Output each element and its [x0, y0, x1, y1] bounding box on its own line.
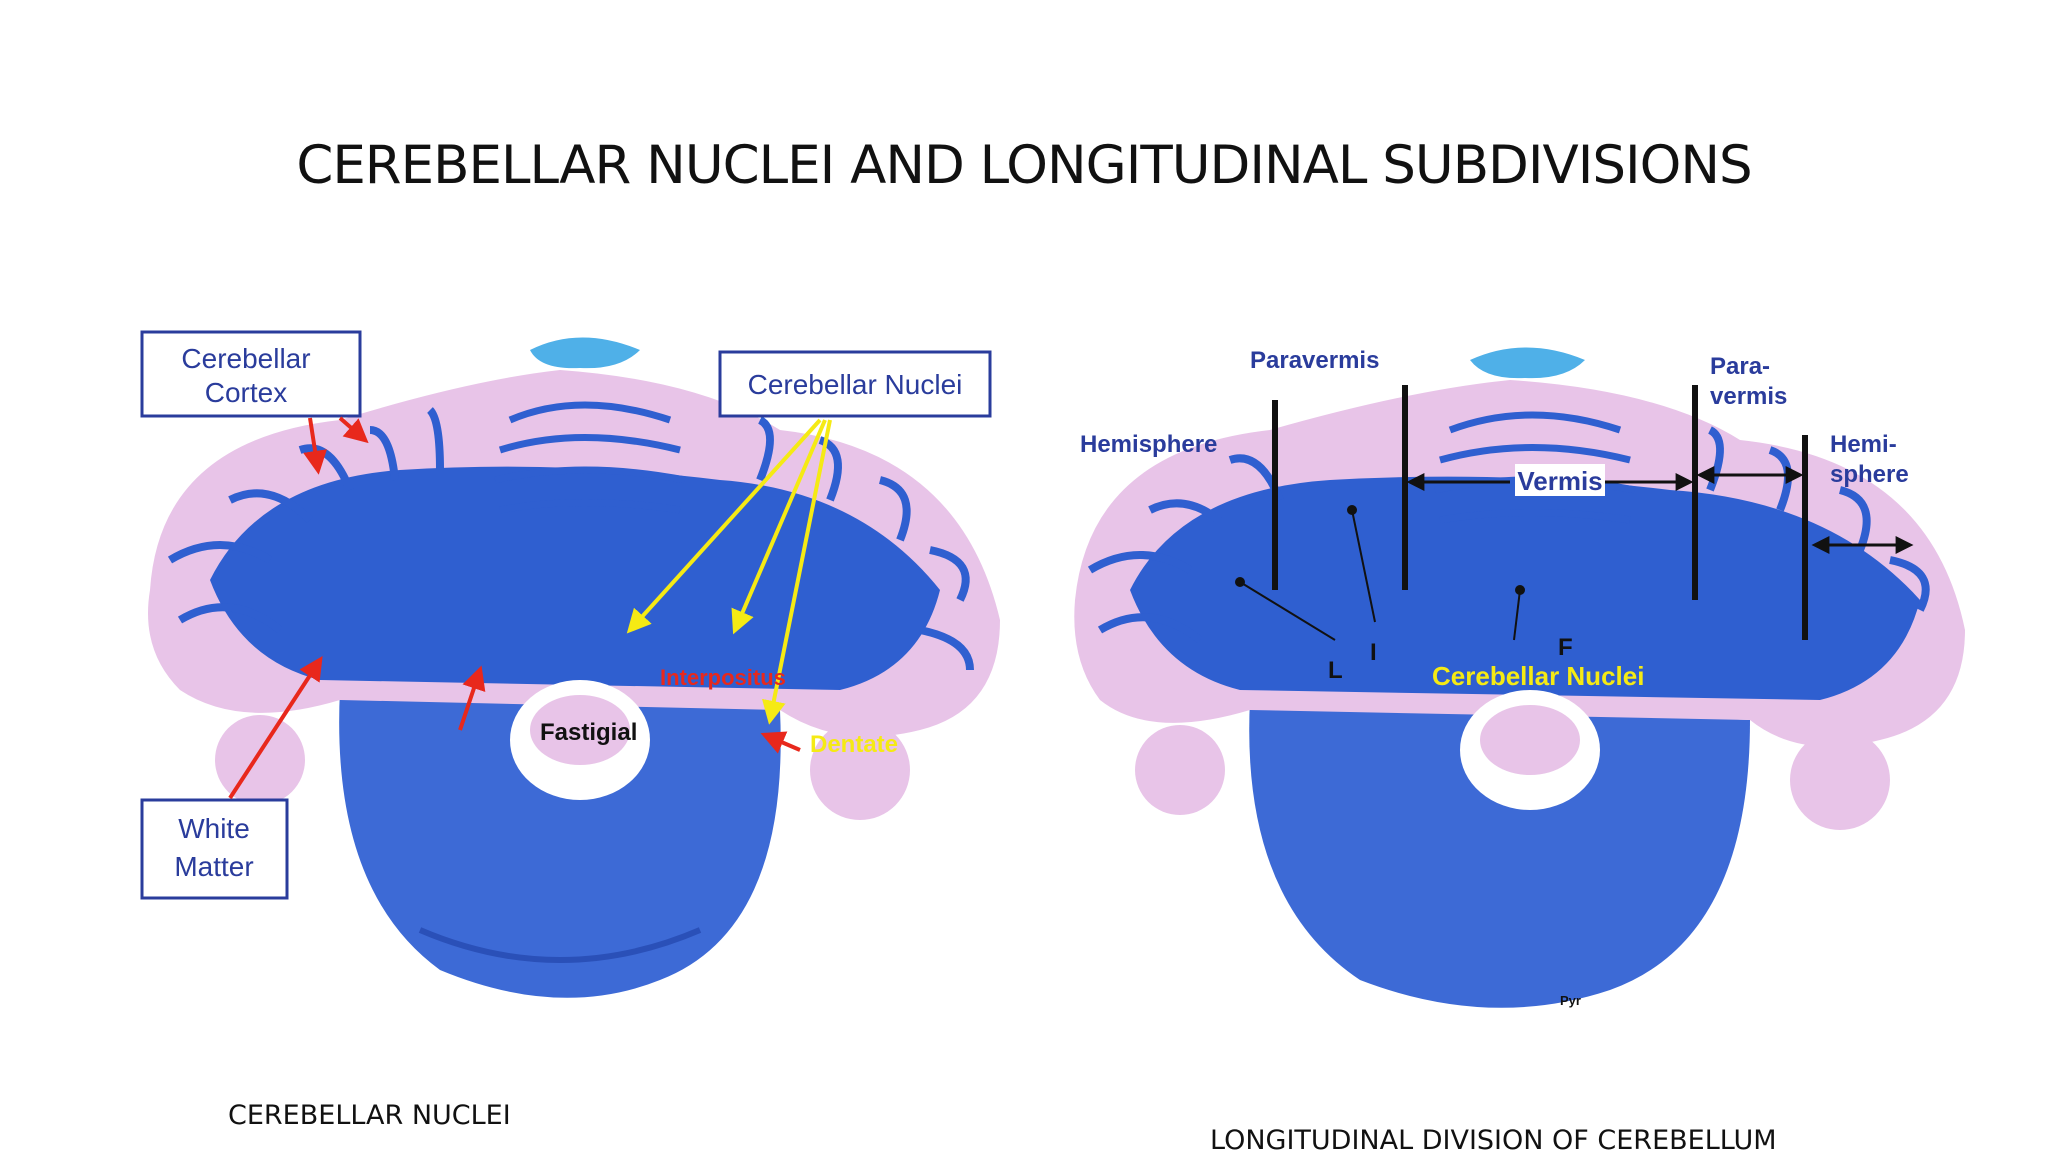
division-lines: [1272, 385, 1808, 640]
hemi-label-line2: sphere: [1830, 461, 1909, 488]
yellow-arrows: [626, 418, 832, 725]
cerebellum-section-image-2: [1074, 347, 1965, 1008]
paravermis-label: Paravermis: [1250, 347, 1379, 374]
red-arrows: [228, 416, 801, 800]
white-matter-line1: White: [178, 813, 250, 844]
cortex-label-box: [140, 330, 362, 418]
para-label-line2: vermis: [1710, 383, 1787, 410]
nucleus-F-label: F: [1558, 634, 1573, 661]
division-arrows: [1406, 466, 1914, 554]
nucleus-I-label: I: [1370, 639, 1377, 666]
nuclei-pointers: [1235, 505, 1525, 641]
para-label-line1: Para-: [1710, 353, 1770, 380]
pyr-label: Pyr: [1560, 993, 1581, 1008]
vermis-label-bg: [1515, 464, 1605, 496]
longitudinal-division-figure: Paravermis Para- vermis Hemisphere Hemi-…: [1074, 347, 1965, 1008]
cerebellar-nuclei-label: Cerebellar Nuclei: [1432, 661, 1644, 691]
nucleus-L-label: L: [1328, 657, 1343, 684]
hemi-label-line1: Hemi-: [1830, 431, 1897, 458]
nuclei-label-box: [718, 350, 992, 418]
cortex-label-line2: Cortex: [205, 377, 287, 408]
white-matter-line2: Matter: [174, 851, 253, 882]
slide-title: CEREBELLAR NUCLEI AND LONGITUDINAL SUBDI…: [296, 135, 1752, 196]
white-matter-label-box: [140, 798, 289, 900]
interpositus-label: Interpositus: [660, 665, 786, 690]
cerebellar-nuclei-figure: Cerebellar Cortex Cerebellar Nuclei Whit…: [140, 330, 1000, 998]
fastigial-label: Fastigial: [540, 719, 637, 746]
right-caption: LONGITUDINAL DIVISION OF CEREBELLUM: [1210, 1125, 1777, 1156]
nuclei-label: Cerebellar Nuclei: [748, 369, 963, 400]
hemisphere-label: Hemisphere: [1080, 431, 1217, 458]
cortex-label-line1: Cerebellar: [181, 343, 310, 374]
left-caption: CEREBELLAR NUCLEI: [228, 1100, 511, 1131]
vermis-label: Vermis: [1517, 466, 1602, 496]
dentate-label: Dentate: [810, 731, 898, 758]
